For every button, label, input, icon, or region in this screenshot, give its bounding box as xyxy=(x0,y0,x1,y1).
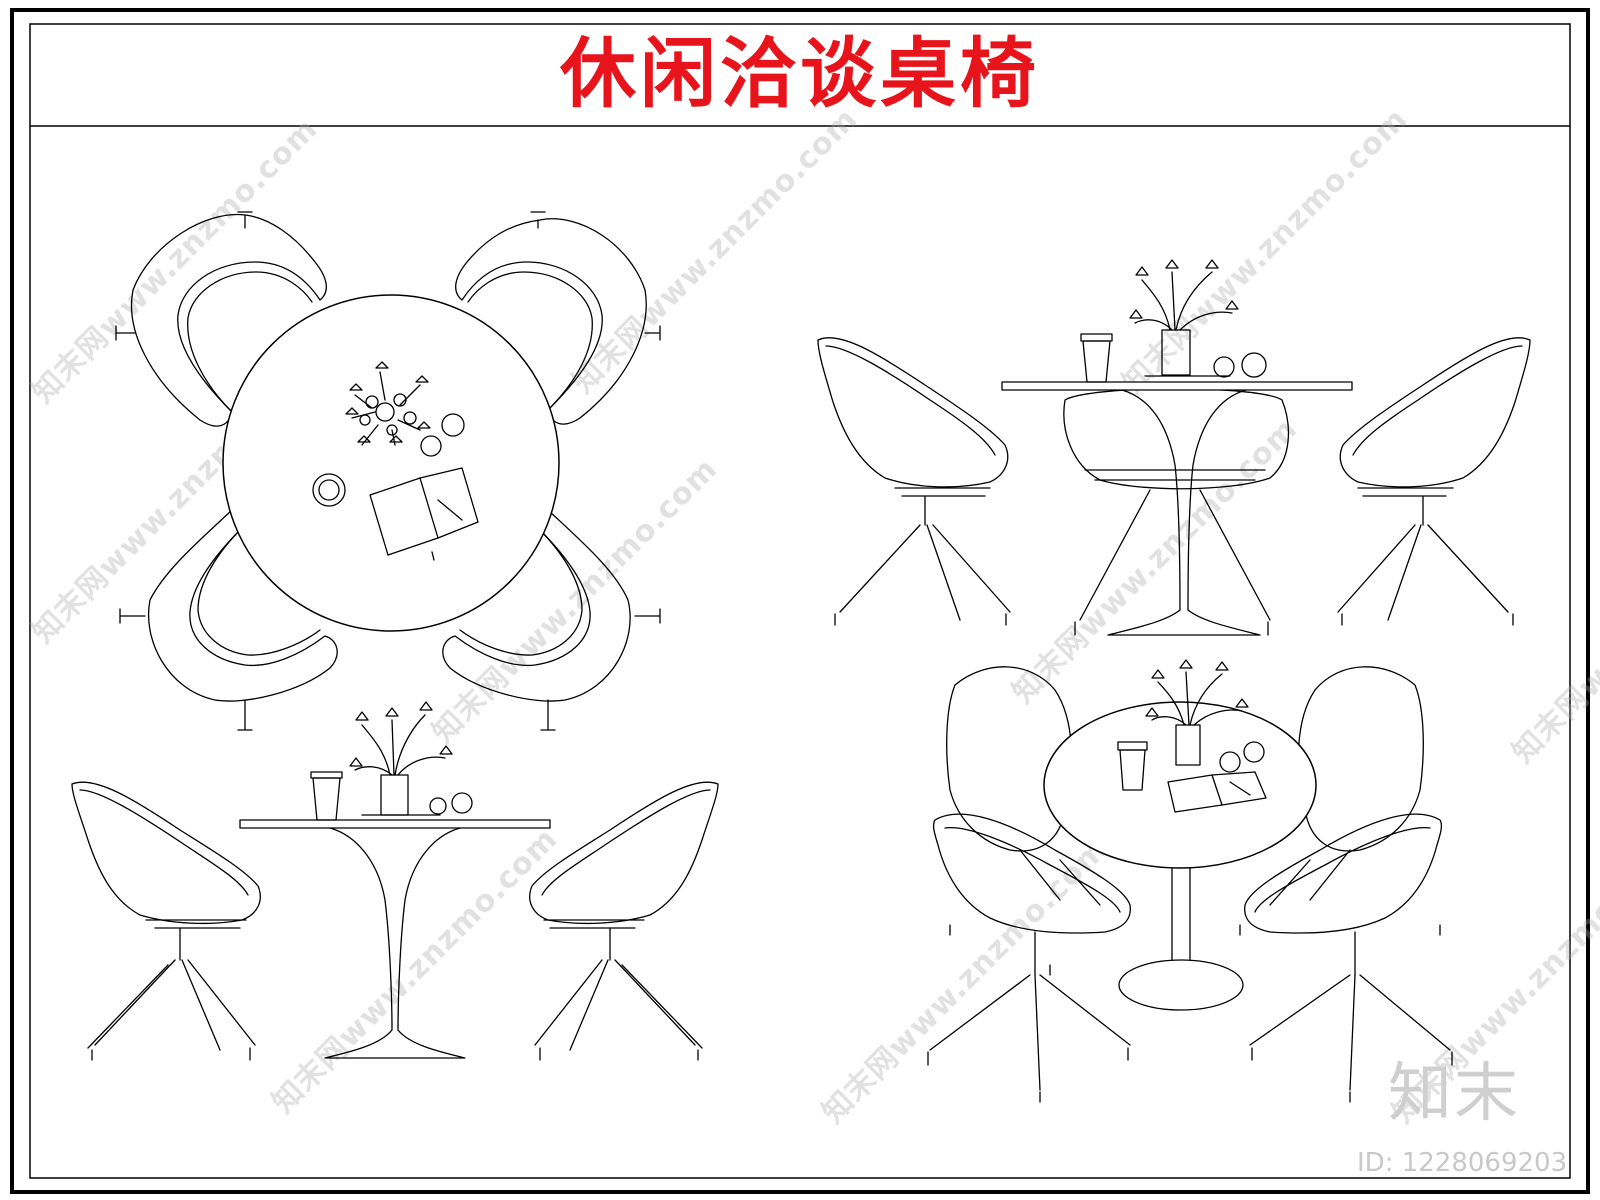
plan-chair xyxy=(456,212,660,424)
perspective-chair-back-right xyxy=(1270,667,1423,905)
page-title: 休闲洽谈桌椅 xyxy=(560,29,1040,118)
plan-flowers xyxy=(346,362,464,456)
perspective-chair-back-left xyxy=(947,667,1100,905)
elevation-chair-left xyxy=(818,338,1010,625)
brand-logo: 知末 xyxy=(1388,1057,1520,1131)
plan-chair xyxy=(443,510,660,730)
plan-chair xyxy=(116,212,326,426)
elevation-chair-left xyxy=(72,782,260,1060)
plan-chair xyxy=(120,510,337,730)
elevation-flowers xyxy=(350,702,472,815)
perspective-chair-front-left xyxy=(928,814,1130,1102)
elevation-flowers xyxy=(1130,260,1266,377)
elevation-chair-right xyxy=(530,782,718,1060)
image-id: ID: 1228069203 xyxy=(1357,1148,1568,1178)
perspective-chair-front-right xyxy=(1240,814,1452,1102)
perspective-flowers xyxy=(1146,660,1264,772)
elevation-chair-right xyxy=(1338,338,1530,625)
